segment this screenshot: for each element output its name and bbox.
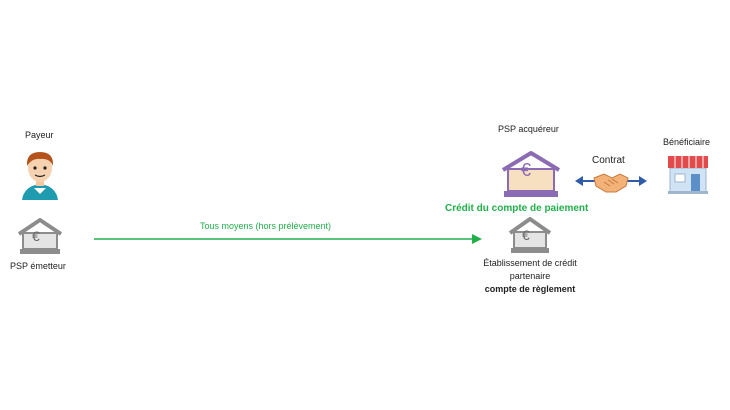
flow-arrow: [94, 234, 482, 244]
partner-label-line3: compte de règlement: [484, 284, 576, 294]
bank-euro-icon: [508, 217, 552, 253]
payer-label: Payeur: [25, 130, 54, 140]
partner-label-line1: Établissement de crédit: [483, 258, 577, 268]
flow-label: Tous moyens (hors prélèvement): [200, 221, 332, 231]
beneficiary-label: Bénéficiaire: [663, 137, 711, 147]
issuer-euro-symbol: €: [32, 228, 40, 244]
shop-icon: [668, 156, 708, 194]
credit-label: Crédit du compte de paiement: [445, 203, 589, 214]
contract-label: Contrat: [592, 155, 625, 166]
handshake-icon: [593, 173, 629, 193]
partner-label-line2: partenaire: [509, 271, 551, 281]
bank-euro-icon: [501, 151, 561, 197]
acquirer-euro-symbol: €: [521, 160, 532, 180]
person-avatar-icon: [22, 152, 58, 200]
acquirer-label: PSP acquéreur: [498, 124, 559, 134]
bank-euro-icon: [17, 218, 63, 254]
partner-euro-symbol: €: [522, 227, 530, 243]
issuer-label: PSP émetteur: [10, 261, 66, 271]
